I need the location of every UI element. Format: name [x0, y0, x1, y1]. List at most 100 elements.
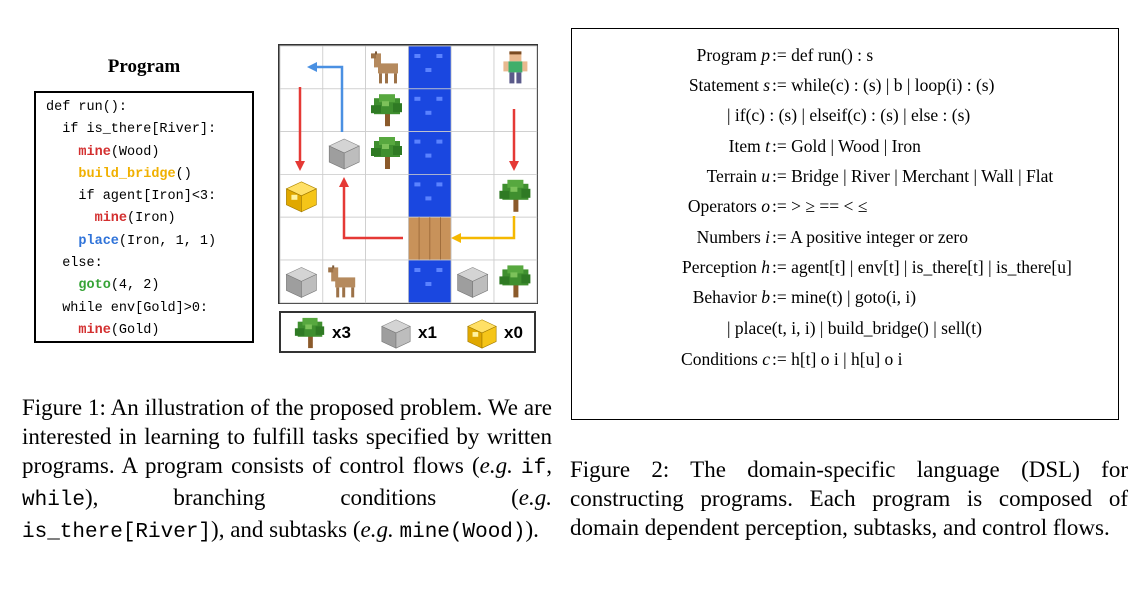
water-ripple	[436, 182, 443, 187]
gold-block-icon	[467, 319, 497, 349]
grid-cell	[279, 131, 324, 175]
water-ripple	[436, 139, 443, 144]
dsl-rule-name: Statement s	[572, 73, 770, 97]
grid-world	[278, 44, 538, 304]
iron-block-icon	[328, 138, 360, 170]
code-line: place(Iron, 1, 1)	[46, 231, 252, 253]
code-line: else:	[46, 253, 252, 275]
grid-cell	[450, 131, 495, 175]
dsl-rule-definition: := > ≥ == < ≤	[772, 196, 868, 216]
water-ripple	[414, 54, 421, 58]
inventory-item: x3	[293, 316, 351, 350]
river-cell	[407, 173, 452, 218]
code-text: else:	[46, 256, 103, 272]
code-line: mine(Iron)	[46, 208, 252, 230]
tree-icon	[294, 317, 325, 349]
dsl-rule-definition: := h[t] o i | h[u] o i	[772, 349, 903, 369]
grid-cells	[278, 44, 538, 304]
program-title: Program	[107, 56, 181, 77]
path-arrows	[295, 62, 519, 243]
grid-cell	[322, 88, 366, 132]
grid-cell	[450, 173, 495, 218]
iron-block-icon	[456, 267, 489, 298]
water-ripple	[425, 110, 432, 115]
dsl-rule-name: Operators o	[572, 194, 770, 218]
inventory-count: x3	[332, 323, 351, 342]
water-ripple	[414, 96, 421, 101]
dsl-rule-name: Conditions c	[572, 347, 770, 371]
code-line: def run():	[46, 97, 252, 119]
grid-cell	[365, 259, 409, 304]
dsl-rule-name: Item t	[572, 134, 770, 158]
code-text: (4, 2)	[110, 278, 160, 294]
tree-icon	[499, 265, 531, 298]
dsl-rule-label: Operators	[687, 196, 757, 216]
dsl-rule-variable: i	[765, 227, 770, 247]
grid-cell	[450, 88, 495, 132]
code-mine-token: mine	[78, 144, 111, 160]
dsl-rule-definition: := A positive integer or zero	[772, 227, 969, 247]
code-text	[46, 211, 95, 226]
code-place-token: place	[78, 233, 119, 249]
dsl-rule-variable: s	[763, 75, 770, 95]
program-code-box: def run(): if is_there[River]: mine(Wood…	[34, 91, 254, 343]
code-line: while env[Gold]>0:	[46, 298, 252, 320]
code-goto-token: goto	[78, 278, 111, 294]
code-mine-token: mine	[78, 322, 111, 338]
dsl-rule-definition: := Bridge | River | Merchant | Wall | Fl…	[772, 166, 1054, 186]
dsl-rule-label: Item	[728, 136, 761, 156]
caption-label: Figure 1:	[22, 395, 106, 420]
grid-cell	[279, 88, 324, 132]
code-text	[46, 278, 78, 293]
dsl-rule-continuation: | if(c) : (s) | elseif(c) : (s) | else :…	[727, 105, 971, 125]
code-line: if is_there[River]:	[46, 119, 252, 141]
code-text: if agent[Iron]<3:	[46, 189, 217, 205]
arrow-blue-up-left	[307, 62, 344, 132]
dsl-rule-variable: c	[762, 349, 770, 369]
dsl-rule-definition: := agent[t] | env[t] | is_there[t] | is_…	[772, 257, 1072, 277]
code-mine-token: mine	[94, 211, 128, 227]
river-cell	[407, 131, 452, 175]
grid-cell	[450, 45, 495, 90]
water-ripple	[425, 68, 432, 72]
inventory-count: x1	[418, 323, 437, 342]
code-text	[46, 145, 78, 160]
water-ripple	[414, 268, 421, 272]
code-text: while env[Gold]>0:	[46, 300, 209, 316]
grid-cell	[493, 131, 538, 175]
code-line: mine(Gold)	[46, 320, 252, 342]
merchant-icon	[371, 51, 398, 84]
dsl-rule-definition: := def run() : s	[772, 45, 874, 65]
dsl-rule-name: Numbers i	[572, 225, 770, 249]
water-ripple	[425, 196, 432, 201]
gold-block-icon	[285, 181, 318, 213]
code-text: if is_there[River]:	[46, 122, 217, 138]
dsl-rule-variable: p	[761, 45, 770, 65]
dsl-rule-variable: o	[761, 196, 770, 216]
dsl-rule-label: Statement	[688, 75, 759, 95]
arrow-red-up	[339, 177, 403, 240]
arrow-yellow-left	[451, 216, 516, 243]
dsl-rule-label: Behavior	[692, 287, 757, 307]
code-line: goto(4, 2)	[46, 275, 252, 297]
code-text: (Iron, 1, 1)	[118, 233, 217, 249]
water-ripple	[425, 282, 432, 286]
dsl-rule-name: Program p	[572, 43, 770, 67]
grid-cell	[493, 88, 538, 132]
dsl-rule-variable: h	[761, 257, 770, 277]
code-text	[46, 167, 78, 182]
code-bridge-token: build_bridge	[78, 166, 176, 182]
code-text	[46, 234, 78, 249]
iron-block-icon	[285, 267, 318, 298]
inventory-item: x1	[379, 316, 437, 350]
tree-icon	[499, 179, 531, 212]
dsl-rule-definition: := mine(t) | goto(i, i)	[772, 287, 917, 307]
dsl-rule-label: Numbers	[696, 227, 761, 247]
dsl-rule-name: Terrain u	[572, 164, 770, 188]
agent-icon	[503, 51, 528, 84]
water-ripple	[436, 268, 443, 272]
code-line: mine(Wood)	[46, 142, 252, 164]
iron-block-icon	[381, 319, 411, 349]
dsl-rule-definition: := Gold | Wood | Iron	[772, 136, 921, 156]
